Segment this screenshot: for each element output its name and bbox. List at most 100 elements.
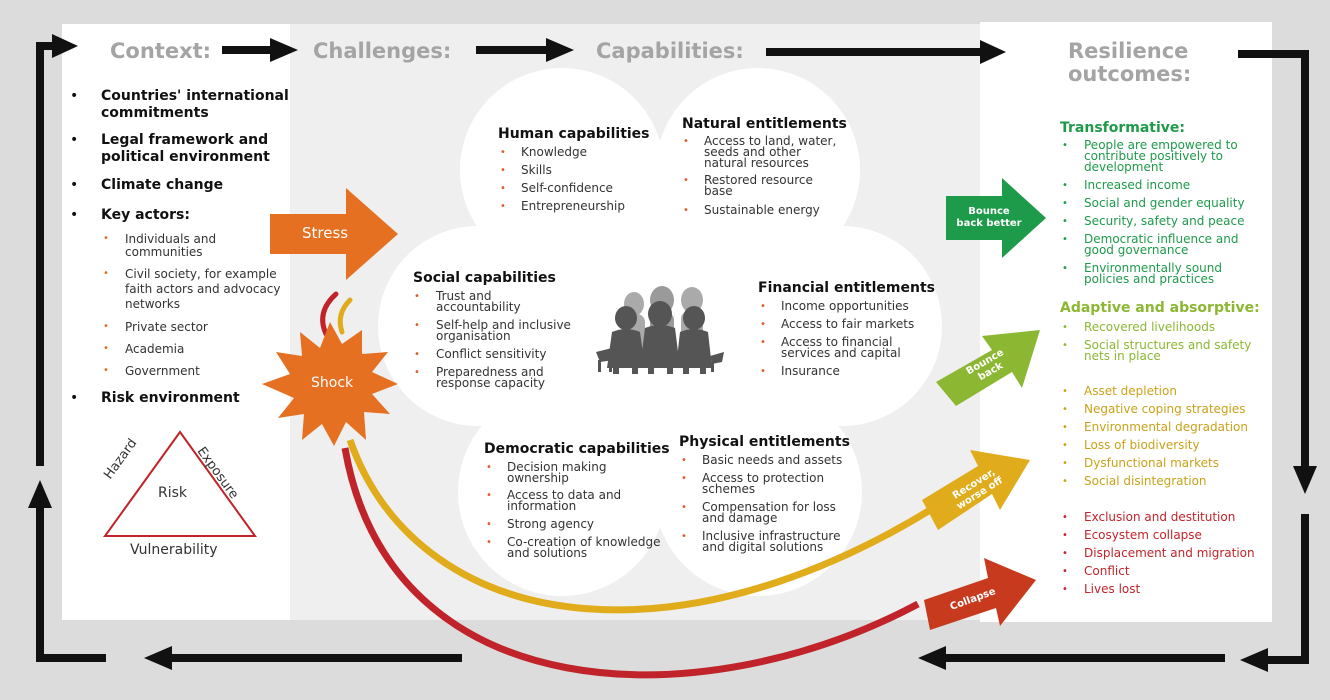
bullet: • (103, 321, 109, 332)
bullet: • (681, 531, 687, 542)
transformative-item: Increased income (1084, 178, 1191, 192)
stress-arrow (270, 188, 398, 280)
bullet: • (500, 165, 506, 176)
natural-item: Restored resource (704, 173, 813, 187)
transformative-item: Social and gender equality (1084, 196, 1245, 210)
bullet: • (760, 319, 766, 330)
natural-entitlements-title: Natural entitlements (682, 116, 847, 132)
democratic-item: Strong agency (507, 517, 595, 531)
context-item-risk-environment: Risk environment (101, 390, 240, 406)
financial-item: Access to financial (781, 335, 893, 349)
shock-burst (262, 322, 398, 446)
recover-worse-arrow (922, 450, 1030, 530)
actor-academia: Academia (125, 342, 185, 356)
collapse-curve (341, 447, 920, 679)
bullet: • (1062, 234, 1068, 245)
transformative-item: policies and practices (1084, 272, 1215, 286)
resilience-header-line2: outcomes: (1068, 62, 1192, 86)
natural-item: seeds and other (704, 145, 802, 159)
human-item: Knowledge (521, 145, 587, 159)
bullet: • (486, 490, 492, 501)
context-item-commitments-1: Countries' international (101, 88, 289, 104)
financial-item: services and capital (781, 346, 901, 360)
bullet: • (70, 207, 79, 223)
shock-red-mark (320, 291, 339, 337)
transformative-item: Security, safety and peace (1084, 214, 1245, 228)
physical-item: Access to protection (702, 471, 825, 485)
natural-item: natural resources (704, 156, 809, 170)
actor-civil-society-1: Civil society, for example (125, 267, 277, 281)
bullet: • (1062, 422, 1068, 433)
bullet: • (681, 502, 687, 513)
people-illustration (596, 286, 724, 374)
democratic-item: Decision making (507, 460, 607, 474)
natural-item: Access to land, water, (704, 134, 837, 148)
social-item: Trust and (436, 289, 492, 303)
recover-curve (346, 438, 993, 614)
financial-item: Income opportunities (781, 299, 909, 313)
bullet: • (1062, 340, 1068, 351)
challenges-header: Challenges: (313, 39, 452, 63)
arrowhead-right-2 (270, 38, 298, 62)
adaptive-item: Recovered livelihoods (1084, 320, 1216, 334)
collapse-outcome-item: Exclusion and destitution (1084, 510, 1236, 524)
collapse-outcome-item: Displacement and migration (1084, 546, 1255, 560)
left-arrow-bottom (36, 506, 106, 662)
arrowhead-down-1 (1293, 466, 1317, 494)
social-item: organisation (436, 329, 511, 343)
outcomes-panel (980, 22, 1272, 622)
bounce-better-label-2: back better (956, 218, 1022, 229)
bullet: • (103, 343, 109, 354)
democratic-item: Access to data and (507, 488, 622, 502)
physical-item: and damage (702, 511, 778, 525)
democratic-item: information (507, 499, 577, 513)
context-item-climate: Climate change (101, 177, 224, 193)
bullet: • (681, 455, 687, 466)
risk-triangle (103, 430, 257, 537)
context-header: Context: (110, 39, 212, 63)
physical-item: Inclusive infrastructure (702, 529, 841, 543)
physical-entitlements-title: Physical entitlements (679, 434, 850, 450)
democratic-item: and solutions (507, 546, 588, 560)
financial-item: Access to fair markets (781, 317, 915, 331)
bullet: • (103, 365, 109, 376)
shock-label: Shock (311, 375, 354, 391)
bullet: • (1062, 198, 1068, 209)
context-item-legal-1: Legal framework and (101, 132, 269, 148)
right-down-arrow-top (1238, 50, 1309, 468)
bullet: • (70, 390, 79, 406)
transformative-item: good governance (1084, 243, 1189, 257)
natural-item: Sustainable energy (704, 203, 820, 217)
bullet: • (1062, 322, 1068, 333)
risk-triangle-center-label: Risk (158, 485, 188, 501)
bullet: • (486, 537, 492, 548)
social-item: Conflict sensitivity (436, 347, 547, 361)
right-down-arrow-bottom (1268, 514, 1309, 664)
arrowhead-right-3 (546, 38, 574, 62)
worse-off-item: Social disintegration (1084, 474, 1207, 488)
context-item-legal-2: political environment (101, 149, 270, 165)
natural-item: base (704, 184, 733, 198)
worse-off-item: Asset depletion (1084, 384, 1177, 398)
actor-individuals-2: communities (125, 245, 203, 259)
bullet: • (1062, 566, 1068, 577)
actor-private-sector: Private sector (125, 320, 208, 334)
bullet: • (1062, 180, 1068, 191)
bullet: • (500, 183, 506, 194)
democratic-item: ownership (507, 471, 569, 485)
human-item: Self-confidence (521, 181, 613, 195)
bullet: • (1062, 386, 1068, 397)
transformative-item: contribute positively to (1084, 149, 1224, 163)
bounce-better-label-1: Bounce (968, 206, 1010, 217)
worse-off-item: Dysfunctional markets (1084, 456, 1219, 470)
bullet: • (1062, 512, 1068, 523)
actor-civil-society-2: faith actors and advocacy (125, 282, 281, 296)
collapse-outcome-item: Ecosystem collapse (1084, 528, 1202, 542)
adaptive-item: nets in place (1084, 349, 1161, 363)
bullet: • (683, 205, 689, 216)
actor-government: Government (125, 364, 200, 378)
bullet: • (103, 268, 109, 279)
social-capabilities-title: Social capabilities (413, 270, 556, 286)
human-capabilities-title: Human capabilities (498, 126, 650, 142)
physical-item: and digital solutions (702, 540, 824, 554)
